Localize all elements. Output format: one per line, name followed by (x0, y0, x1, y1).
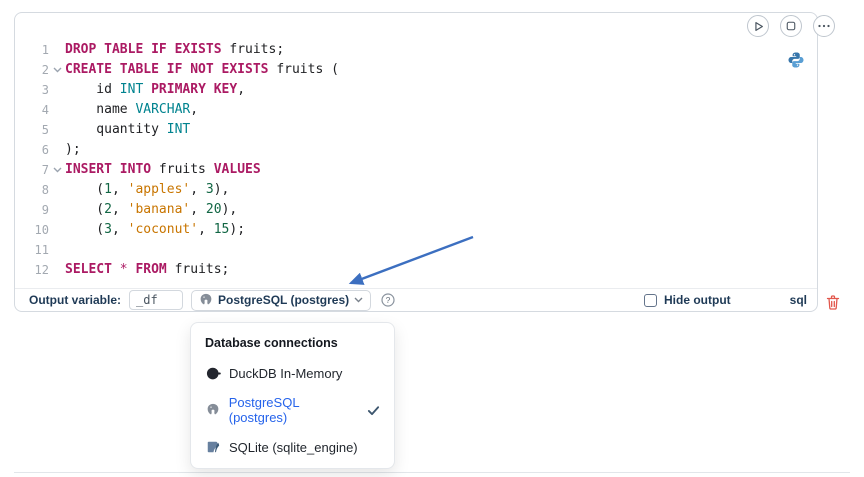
code-text: CREATE TABLE IF NOT EXISTS fruits ( (65, 62, 339, 77)
code-line[interactable]: 1 DROP TABLE IF EXISTS fruits; (15, 40, 817, 60)
python-logo-icon[interactable] (787, 51, 805, 69)
fold-spacer (49, 240, 65, 260)
fold-spacer (49, 40, 65, 60)
code-line[interactable]: 7 INSERT INTO fruits VALUES (15, 160, 817, 180)
question-circle-icon[interactable]: ? (381, 293, 395, 307)
code-editor[interactable]: 1 DROP TABLE IF EXISTS fruits; 2 CREATE TAB… (15, 13, 817, 280)
fold-toggle-icon[interactable] (49, 160, 65, 180)
next-cell-divider (14, 472, 850, 473)
fold-spacer (49, 200, 65, 220)
menu-item-label: DuckDB In-Memory (229, 365, 343, 381)
hide-output-checkbox[interactable] (644, 293, 657, 307)
line-number: 6 (41, 143, 49, 157)
fold-spacer (49, 220, 65, 240)
fold-spacer (49, 140, 65, 160)
line-number: 3 (41, 83, 49, 97)
menu-header: Database connections (205, 336, 338, 350)
hide-output-label: Hide output (664, 293, 731, 307)
code-text: INSERT INTO fruits VALUES (65, 162, 261, 177)
ellipsis-icon (818, 24, 830, 28)
fold-spacer (49, 180, 65, 200)
play-icon (753, 21, 764, 32)
code-lines: 1 DROP TABLE IF EXISTS fruits; 2 CREATE TAB… (15, 40, 817, 280)
cell-menu-button[interactable] (813, 15, 835, 37)
fold-spacer (49, 80, 65, 100)
line-number: 10 (34, 223, 49, 237)
code-line[interactable]: 10 (3, 'coconut', 15); (15, 220, 817, 240)
sqlite-icon (205, 440, 221, 454)
code-line[interactable]: 12 SELECT * FROM fruits; (15, 260, 817, 280)
menu-item-postgresql[interactable]: PostgreSQL (postgres) (197, 388, 388, 432)
code-text: (3, 'coconut', 15); (65, 222, 246, 237)
footer-left-group: Output variable: PostgreSQL (postgres) (29, 289, 395, 311)
code-line[interactable]: 4 name VARCHAR, (15, 100, 817, 120)
code-line[interactable]: 5 quantity INT (15, 120, 817, 140)
cell-footer-toolbar: Output variable: PostgreSQL (postgres) (15, 288, 817, 311)
line-number: 4 (41, 103, 49, 117)
menu-item-sqlite[interactable]: SQLite (sqlite_engine) (197, 432, 388, 462)
fold-spacer (49, 120, 65, 140)
output-variable-input[interactable] (129, 290, 184, 310)
code-line[interactable]: 6); (15, 140, 817, 160)
engine-label: PostgreSQL (postgres) (218, 293, 350, 307)
fold-toggle-icon[interactable] (49, 60, 65, 80)
code-line[interactable]: 11 (15, 240, 817, 260)
run-cell-button[interactable] (747, 15, 769, 37)
footer-right-group: Hide output sql (644, 293, 807, 307)
line-number: 12 (34, 263, 49, 277)
menu-item-duckdb[interactable]: DuckDB In-Memory (197, 358, 388, 388)
code-line[interactable]: 2 CREATE TABLE IF NOT EXISTS fruits ( (15, 60, 817, 80)
cell-action-buttons (747, 15, 835, 37)
duckdb-icon (205, 366, 221, 381)
chevron-down-icon (354, 297, 363, 303)
code-line[interactable]: 8 (1, 'apples', 3), (15, 180, 817, 200)
language-label[interactable]: sql (789, 293, 807, 307)
code-text: (1, 'apples', 3), (65, 182, 230, 197)
postgresql-elephant-icon (199, 293, 213, 307)
delete-cell-button[interactable] (826, 295, 840, 313)
line-number: 9 (41, 203, 49, 217)
line-number: 2 (41, 63, 49, 77)
line-number: 11 (34, 243, 49, 257)
code-text: (2, 'banana', 20), (65, 202, 238, 217)
line-number: 8 (41, 183, 49, 197)
menu-item-label: SQLite (sqlite_engine) (229, 439, 358, 455)
postgresql-elephant-icon (205, 403, 221, 417)
interrupt-button[interactable] (780, 15, 802, 37)
checkmark-icon (367, 404, 380, 417)
menu-item-label: PostgreSQL (postgres) (228, 395, 300, 425)
code-text: DROP TABLE IF EXISTS fruits; (65, 42, 285, 57)
line-number: 7 (41, 163, 49, 177)
code-text: ); (65, 142, 81, 157)
line-number: 5 (41, 123, 49, 137)
code-line[interactable]: 9 (2, 'banana', 20), (15, 200, 817, 220)
trash-icon (826, 295, 840, 310)
code-text: id INT PRIMARY KEY, (65, 82, 246, 97)
code-text: name VARCHAR, (65, 102, 199, 117)
line-number: 1 (41, 43, 49, 57)
fold-spacer (49, 100, 65, 120)
code-line[interactable]: 3 id INT PRIMARY KEY, (15, 80, 817, 100)
output-variable-label: Output variable: (29, 293, 122, 307)
fold-spacer (49, 260, 65, 280)
code-text: quantity INT (65, 122, 191, 137)
sql-cell: 1 DROP TABLE IF EXISTS fruits; 2 CREATE TAB… (14, 12, 835, 312)
svg-text:?: ? (386, 295, 391, 305)
database-connection-dropdown[interactable]: PostgreSQL (postgres) (191, 289, 372, 311)
code-text: SELECT * FROM fruits; (65, 262, 230, 277)
stop-square-icon (786, 21, 796, 31)
